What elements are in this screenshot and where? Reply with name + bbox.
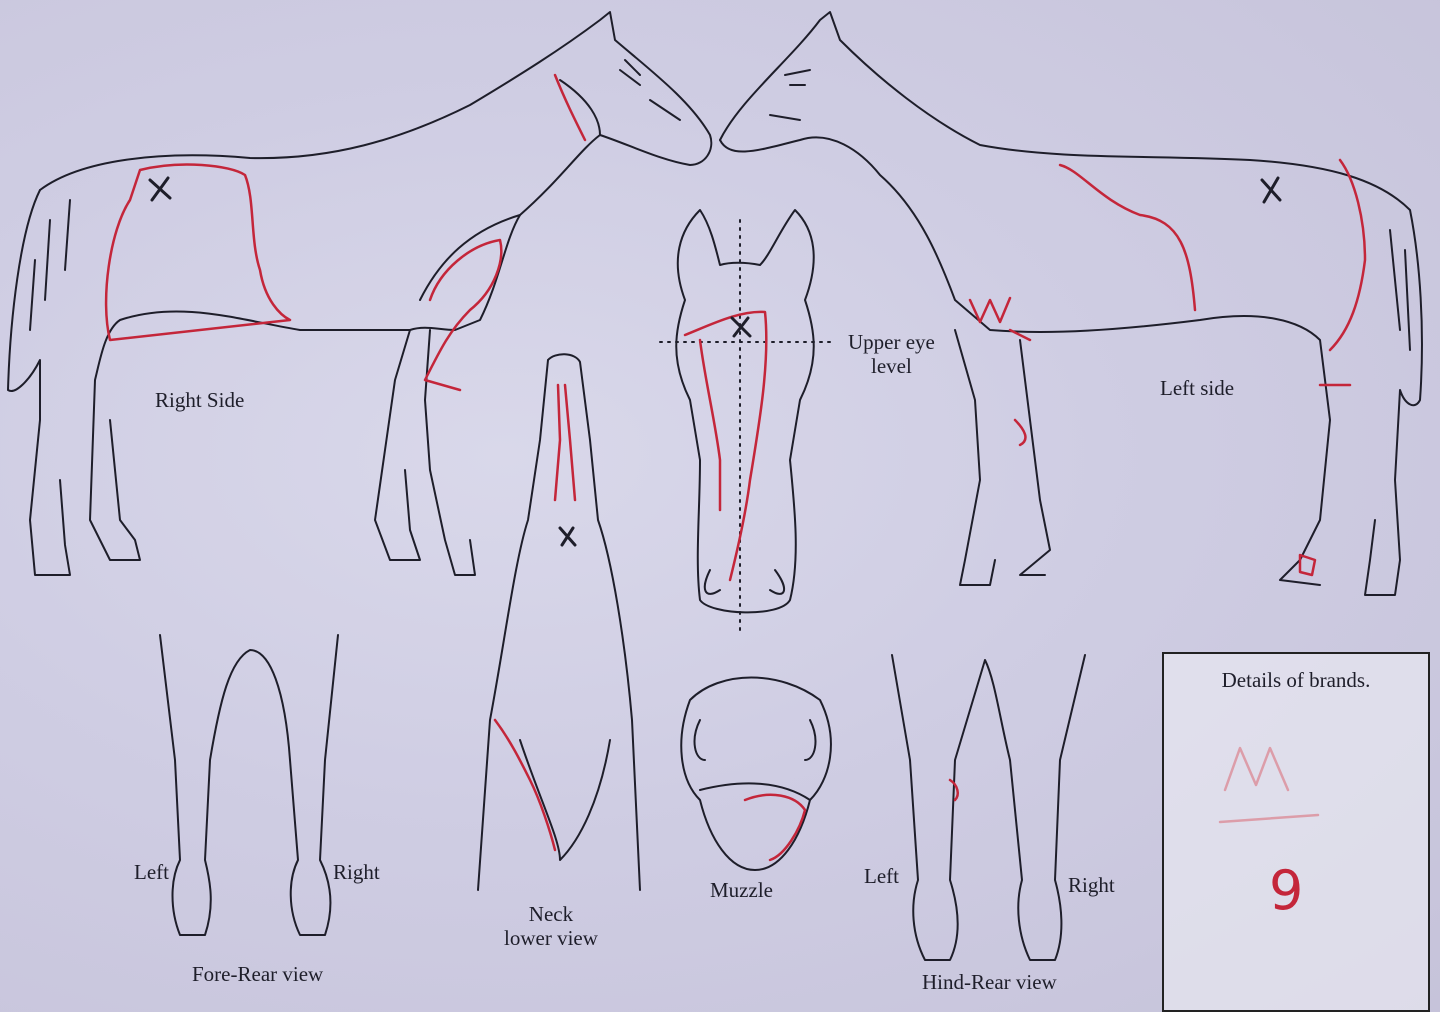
left-side-horse-outline [720, 12, 1422, 595]
brand-mark-9: 9 [1269, 859, 1303, 922]
x-mark-left-hindquarter [1262, 178, 1280, 202]
red-marking-right-neck [555, 75, 585, 140]
red-marking-left-hindquarter [1330, 160, 1365, 350]
brand-details-title: Details of brands. [1164, 668, 1428, 693]
red-marking-neck-lower [555, 385, 575, 500]
label-fore-left: Left [134, 860, 169, 884]
right-side-horse-outline [8, 12, 711, 575]
label-hind-rear-view: Hind-Rear view [922, 970, 1057, 994]
label-fore-rear-view: Fore-Rear view [192, 962, 323, 986]
red-marking-left-barrel [1060, 165, 1195, 310]
label-neck-line1: Neck [504, 902, 598, 926]
label-neck-lower-view: Neck lower view [504, 902, 598, 950]
red-marking-muzzle [745, 795, 805, 860]
head-front-outline [660, 210, 830, 635]
red-marking-neck-base [495, 720, 555, 850]
label-fore-right: Right [333, 860, 380, 884]
label-upper-eye-line1: Upper eye [848, 330, 935, 354]
label-muzzle: Muzzle [710, 878, 773, 902]
fore-legs-outline [160, 635, 338, 935]
x-mark-neck-lower [560, 528, 575, 545]
label-hind-right: Right [1068, 873, 1115, 897]
red-marking-left-fetlock [1300, 555, 1315, 575]
muzzle-outline [681, 678, 831, 871]
red-marking-right-shoulder [425, 240, 501, 390]
label-hind-left: Left [864, 864, 899, 888]
label-upper-eye-line2: level [848, 354, 935, 378]
label-right-side: Right Side [155, 388, 244, 412]
label-neck-line2: lower view [504, 926, 598, 950]
x-mark-right-hindquarter [150, 178, 170, 200]
red-marking-right-hindquarter [106, 165, 290, 340]
label-left-side: Left side [1160, 376, 1234, 400]
label-upper-eye-level: Upper eye level [848, 330, 935, 378]
brand-details-box: Details of brands. 9 [1162, 652, 1430, 1012]
hind-legs-outline [892, 655, 1085, 960]
